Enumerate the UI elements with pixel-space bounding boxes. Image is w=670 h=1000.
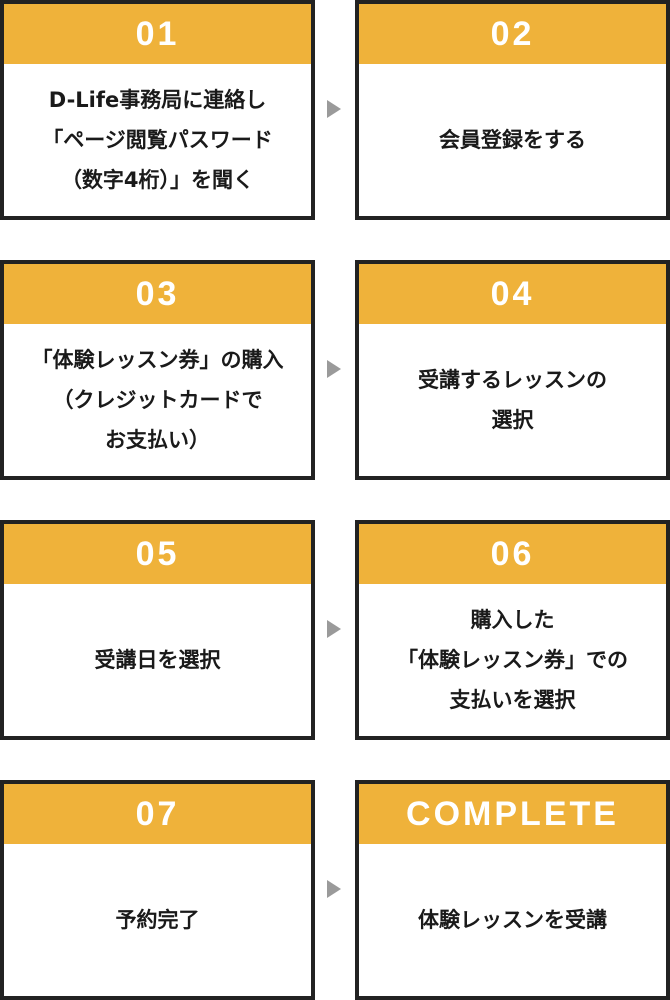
step-description: D-Life事務局に連絡し 「ページ閲覧パスワード （数字4桁）」を聞く [42, 88, 273, 192]
step-description: 「体験レッスン券」の購入 （クレジットカードで お支払い） [31, 348, 284, 452]
step-description: 体験レッスンを受講 [418, 908, 607, 932]
step-description: 予約完了 [115, 908, 200, 932]
step-number: 02 [359, 4, 666, 64]
step-complete: COMPLETE 体験レッスンを受講 [355, 780, 670, 1000]
step-row-4: 07 予約完了 COMPLETE 体験レッスンを受講 [0, 780, 670, 1000]
triangle-right-icon [327, 880, 341, 898]
step-03: 03 「体験レッスン券」の購入 （クレジットカードで お支払い） [0, 260, 315, 480]
step-number: COMPLETE [359, 784, 666, 844]
triangle-right-icon [327, 360, 341, 378]
step-number: 04 [359, 264, 666, 324]
step-description: 会員登録をする [439, 128, 586, 152]
step-description: 購入した 「体験レッスン券」での 支払いを選択 [397, 608, 628, 712]
step-05: 05 受講日を選択 [0, 520, 315, 740]
triangle-right-icon [327, 100, 341, 118]
step-02: 02 会員登録をする [355, 0, 670, 220]
step-row-3: 05 受講日を選択 06 購入した 「体験レッスン券」での 支払いを選択 [0, 520, 670, 740]
step-number: 06 [359, 524, 666, 584]
step-04: 04 受講するレッスンの 選択 [355, 260, 670, 480]
step-description: 受講日を選択 [94, 648, 221, 672]
step-number: 01 [4, 4, 311, 64]
step-number: 05 [4, 524, 311, 584]
step-number: 07 [4, 784, 311, 844]
triangle-right-icon [327, 620, 341, 638]
step-description: 受講するレッスンの 選択 [418, 368, 607, 432]
step-07: 07 予約完了 [0, 780, 315, 1000]
step-06: 06 購入した 「体験レッスン券」での 支払いを選択 [355, 520, 670, 740]
step-row-2: 03 「体験レッスン券」の購入 （クレジットカードで お支払い） 04 受講する… [0, 260, 670, 480]
step-number: 03 [4, 264, 311, 324]
step-01: 01 D-Life事務局に連絡し 「ページ閲覧パスワード （数字4桁）」を聞く [0, 0, 315, 220]
step-row-1: 01 D-Life事務局に連絡し 「ページ閲覧パスワード （数字4桁）」を聞く … [0, 0, 670, 220]
